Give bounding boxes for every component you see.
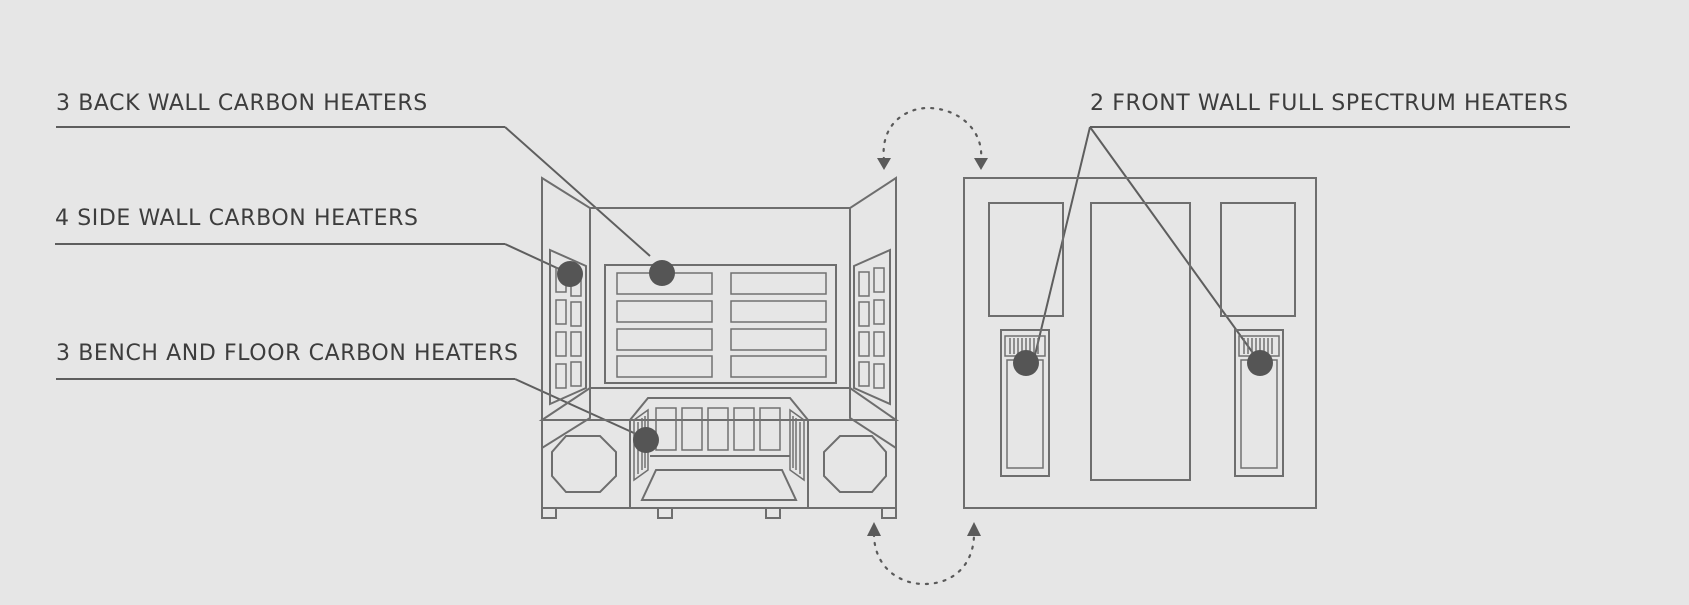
label-side-wall-heaters: 4 SIDE WALL CARBON HEATERS bbox=[55, 206, 419, 231]
sauna-interior-view bbox=[538, 176, 900, 519]
leader-front-wall bbox=[1034, 126, 1570, 361]
leader-bench-floor bbox=[56, 378, 646, 439]
label-bench-floor-heaters: 3 BENCH AND FLOOR CARBON HEATERS bbox=[56, 341, 519, 366]
bench bbox=[538, 387, 900, 519]
leader-back-wall bbox=[56, 126, 651, 257]
marker-bench-floor-heater bbox=[633, 427, 659, 453]
marker-front-left-heater bbox=[1013, 350, 1039, 376]
rotation-arrow-bottom bbox=[867, 522, 981, 586]
label-front-wall-heaters: 2 FRONT WALL FULL SPECTRUM HEATERS bbox=[1090, 91, 1569, 116]
leader-side-wall bbox=[55, 243, 571, 275]
sauna-front-wall-view bbox=[963, 177, 1317, 509]
marker-back-wall-heater bbox=[649, 260, 675, 286]
marker-front-right-heater bbox=[1247, 350, 1273, 376]
back-wall-heater-panels bbox=[616, 272, 827, 378]
label-back-wall-heaters: 3 BACK WALL CARBON HEATERS bbox=[56, 91, 428, 116]
rotation-arrow-top bbox=[877, 106, 988, 170]
right-side-wall-heater bbox=[853, 248, 891, 406]
marker-side-wall-heater bbox=[557, 261, 583, 287]
